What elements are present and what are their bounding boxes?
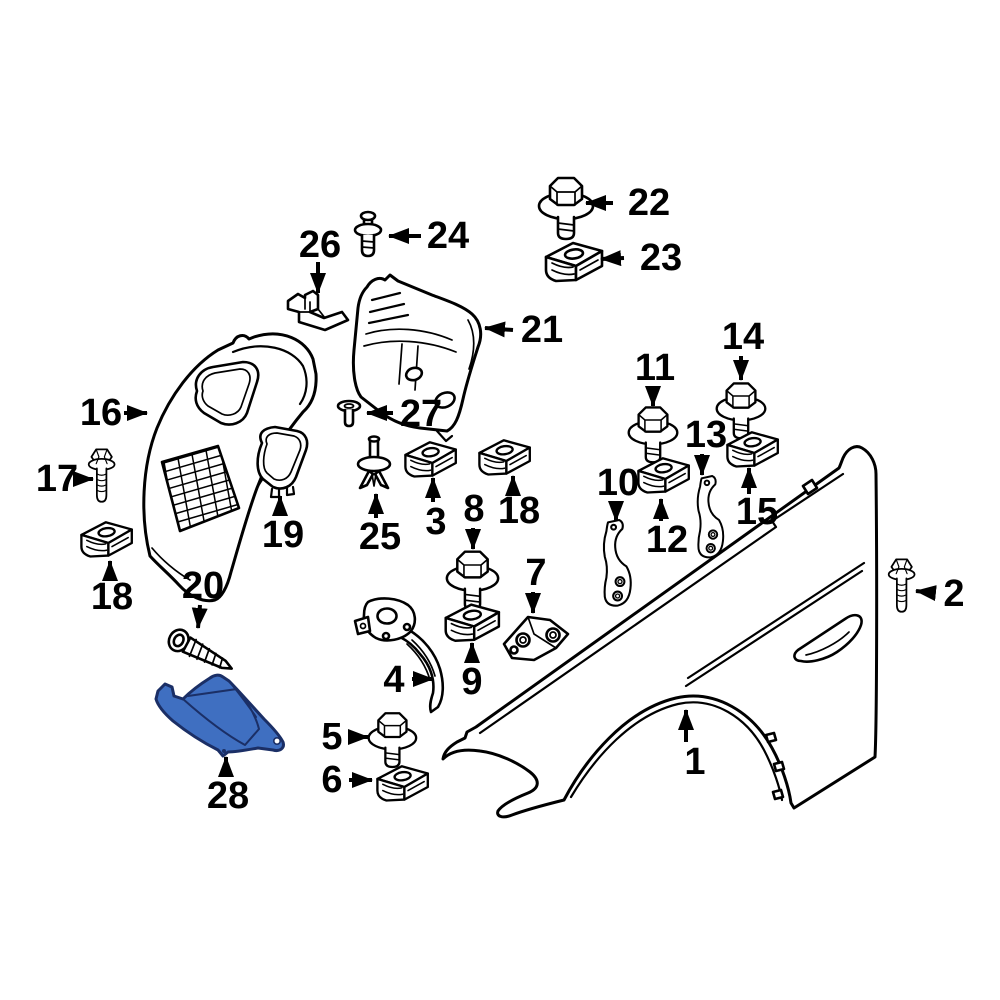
- part-16-fender-liner-front: [142, 332, 318, 603]
- callout-10[interactable]: 10: [597, 462, 639, 522]
- callout-23-arrow: [600, 250, 625, 267]
- callout-18-upper-label: 18: [498, 490, 540, 532]
- part-1-front-fender-panel: [441, 445, 879, 819]
- callout-9-label: 9: [461, 661, 482, 703]
- part-19-access-cover: [256, 425, 309, 499]
- callout-27-label: 27: [400, 393, 442, 435]
- callout-21[interactable]: 21: [484, 309, 563, 351]
- callout-11-label: 11: [635, 347, 675, 389]
- callout-25[interactable]: 25: [359, 493, 401, 558]
- part-28-hole: [272, 736, 281, 745]
- callout-3[interactable]: 3: [425, 477, 447, 543]
- part-28-lower-bracket-highlighted: [154, 673, 285, 758]
- callout-4-label: 4: [383, 659, 404, 701]
- callout-17-label: 17: [36, 458, 78, 500]
- callout-16[interactable]: 16: [80, 392, 148, 434]
- fender-character-line: [684, 561, 866, 688]
- callout-7[interactable]: 7: [525, 552, 547, 614]
- callout-6[interactable]: 6: [321, 759, 373, 801]
- callout-25-label: 25: [359, 516, 401, 558]
- callout-7-label: 7: [525, 552, 546, 594]
- fender-wheel-arch-lip: [569, 701, 784, 802]
- callout-21-label: 21: [521, 309, 563, 351]
- callout-10-label: 10: [597, 462, 639, 504]
- callout-5[interactable]: 5: [321, 716, 369, 758]
- callout-28[interactable]: 28: [207, 756, 249, 817]
- callout-14[interactable]: 14: [722, 316, 764, 381]
- callout-2-arrow: [915, 585, 937, 602]
- callout-13[interactable]: 13: [685, 414, 727, 476]
- callout-23-label: 23: [640, 237, 682, 279]
- callout-28-label: 28: [207, 775, 249, 817]
- callout-12[interactable]: 12: [646, 498, 688, 561]
- callout-9[interactable]: 9: [461, 642, 483, 703]
- part-4-support-bracket: [353, 597, 445, 714]
- callout-1-label: 1: [684, 741, 705, 783]
- callout-13-label: 13: [685, 414, 727, 456]
- callout-24[interactable]: 24: [388, 215, 469, 257]
- callout-15[interactable]: 15: [736, 467, 778, 533]
- liner-window-opening: [194, 360, 260, 426]
- fender-side-vent: [793, 613, 863, 663]
- callout-15-label: 15: [736, 491, 778, 533]
- callout-12-label: 12: [646, 519, 688, 561]
- callout-20-arrow: [191, 604, 208, 629]
- callout-26[interactable]: 26: [299, 224, 341, 294]
- callout-22[interactable]: 22: [585, 182, 670, 224]
- callout-21-arrow: [484, 321, 514, 338]
- fender-top-tab: [801, 478, 819, 496]
- part-28-stud: [222, 749, 226, 753]
- callout-4[interactable]: 4: [383, 659, 434, 701]
- callout-14-label: 14: [722, 316, 764, 358]
- fender-top-flange-line: [478, 472, 845, 735]
- part-21-fender-liner-rear: [351, 273, 483, 443]
- callout-19-label: 19: [262, 514, 304, 556]
- callout-19[interactable]: 19: [262, 495, 304, 556]
- callout-8[interactable]: 8: [463, 488, 485, 550]
- callout-1[interactable]: 1: [678, 709, 706, 783]
- callout-2-label: 2: [943, 573, 964, 615]
- callout-6-label: 6: [321, 759, 342, 801]
- callout-2[interactable]: 2: [915, 573, 965, 615]
- callout-11[interactable]: 11: [635, 347, 675, 407]
- fender-arch-tabs: [764, 731, 786, 801]
- callout-18-left-label: 18: [91, 576, 133, 618]
- part-26-corner-bracket: [286, 289, 350, 332]
- callout-26-label: 26: [299, 224, 341, 266]
- callout-18-left[interactable]: 18: [91, 560, 133, 618]
- part-28-creases: [182, 680, 261, 746]
- callout-8-label: 8: [463, 488, 484, 530]
- callout-5-label: 5: [321, 716, 342, 758]
- callout-24-label: 24: [427, 215, 469, 257]
- callout-22-label: 22: [628, 182, 670, 224]
- callout-20[interactable]: 20: [182, 565, 224, 629]
- callout-23[interactable]: 23: [600, 237, 682, 279]
- callout-27[interactable]: 27: [366, 393, 442, 435]
- callout-3-label: 3: [425, 501, 446, 543]
- callout-17[interactable]: 17: [36, 458, 94, 500]
- callout-20-label: 20: [182, 565, 224, 607]
- callout-18-upper[interactable]: 18: [498, 475, 540, 532]
- callout-16-label: 16: [80, 392, 122, 434]
